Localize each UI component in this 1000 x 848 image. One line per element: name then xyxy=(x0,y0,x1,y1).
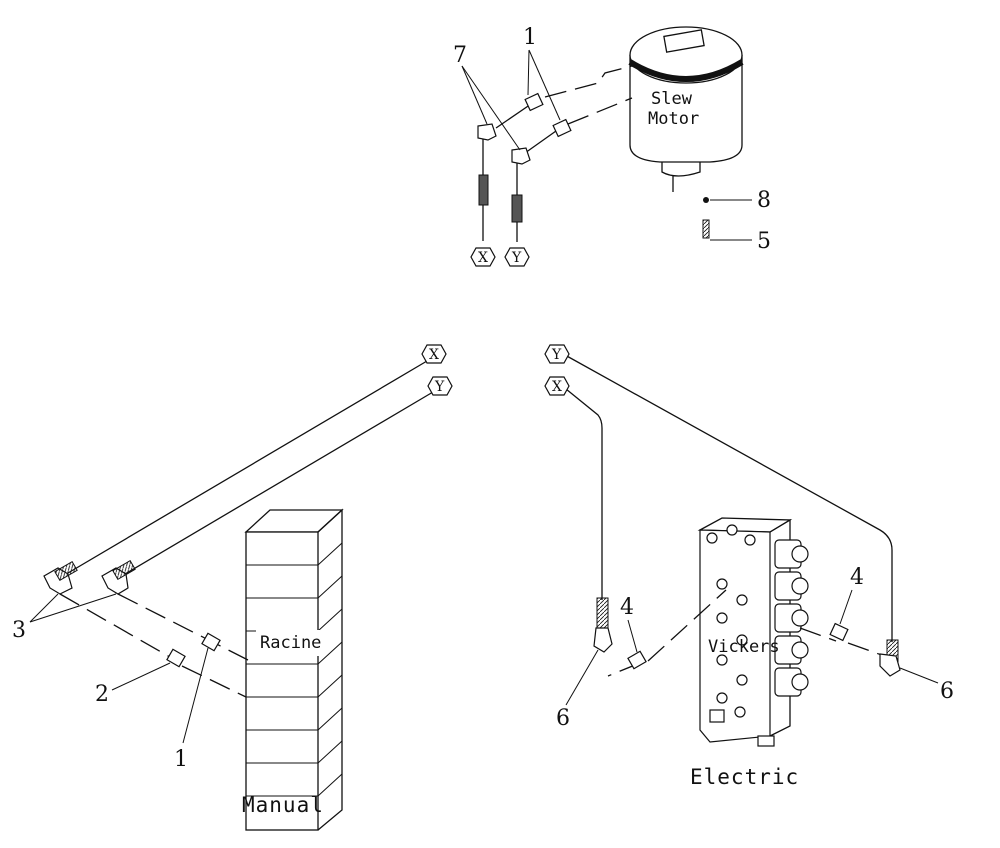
manual-caption: Manual xyxy=(242,793,324,817)
vickers-ports xyxy=(706,524,756,718)
manual-hoses xyxy=(59,360,434,698)
top-connectors: X Y xyxy=(470,247,530,267)
electric-connectors: Y X xyxy=(544,344,570,396)
connector-y-manual: Y xyxy=(434,379,445,395)
top-callouts: 1 7 xyxy=(453,25,561,151)
electric-fittings xyxy=(593,597,901,677)
connector-x-top: X xyxy=(478,250,488,266)
manual-fittings xyxy=(43,559,221,668)
connector-x-electric: X xyxy=(552,379,562,395)
callout-7: 7 xyxy=(453,43,467,68)
manual-connectors: X Y xyxy=(421,344,453,396)
callout-4-left: 4 xyxy=(620,595,634,620)
racine-label: Racine xyxy=(260,633,321,653)
callout-5: 5 xyxy=(757,229,771,254)
callout-1-top: 1 xyxy=(523,25,537,50)
callout-1-manual: 1 xyxy=(174,747,188,772)
callout-4-right: 4 xyxy=(850,565,864,590)
vickers-solenoids xyxy=(774,539,809,697)
parts-8-and-5: 8 5 xyxy=(702,188,771,254)
connector-y-electric: Y xyxy=(551,347,562,363)
motor-hoses xyxy=(482,65,633,242)
vickers-valve-body: Vickers xyxy=(697,517,809,747)
motor-label-line1: Slew xyxy=(651,89,693,109)
slew-motor: Slew Motor xyxy=(628,26,744,192)
callout-6-right: 6 xyxy=(940,679,954,704)
electric-callouts: 4 4 6 6 xyxy=(556,565,954,731)
vickers-label: Vickers xyxy=(708,637,780,657)
top-fittings xyxy=(477,92,572,223)
motor-label-line2: Motor xyxy=(648,109,699,129)
callout-2: 2 xyxy=(95,682,109,707)
callout-3: 3 xyxy=(12,618,26,643)
electric-caption: Electric xyxy=(690,765,799,789)
racine-valve-stack: Racine xyxy=(244,508,344,831)
connector-y-top: Y xyxy=(511,250,522,266)
connector-x-manual: X xyxy=(429,347,439,363)
callout-8: 8 xyxy=(757,188,771,213)
callout-6-left: 6 xyxy=(556,706,570,731)
manual-callouts: 3 2 1 xyxy=(12,593,209,772)
